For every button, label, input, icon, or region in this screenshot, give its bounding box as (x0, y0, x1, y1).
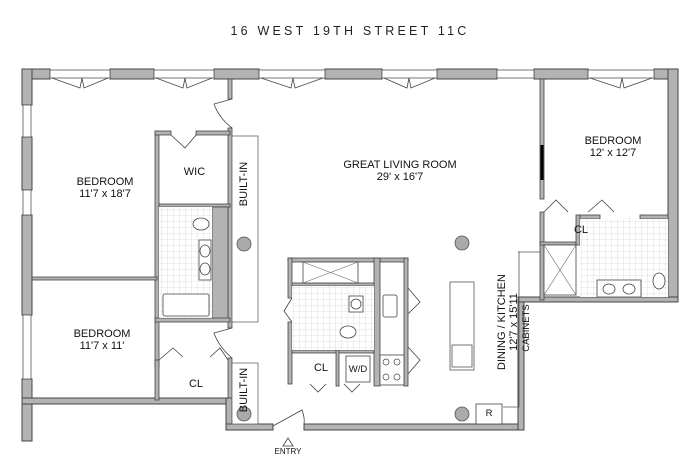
built-ins (231, 135, 259, 425)
label-built-in-bottom: BUILT-IN (238, 367, 250, 413)
room-label-bedroom-2: BEDROOM 11'7 x 11' (57, 328, 147, 352)
label-entry: ENTRY (274, 447, 302, 456)
room-label-bedroom-1: BEDROOM 11'7 x 18'7 (60, 176, 150, 200)
room-name: BEDROOM (76, 176, 134, 188)
label-built-in-top: BUILT-IN (238, 161, 250, 207)
door-swings (158, 98, 631, 427)
windows (22, 69, 655, 380)
casement-swings (51, 77, 653, 89)
room-name: GREAT LIVING ROOM (343, 159, 457, 171)
room-label-living: GREAT LIVING ROOM 29' x 16'7 (330, 159, 470, 183)
room-name: BEDROOM (73, 328, 131, 340)
label-closet-center: CL (313, 362, 329, 374)
room-size: 11'7 x 11' (79, 340, 125, 352)
bathroom-center (292, 261, 374, 383)
stove-icon (379, 354, 405, 386)
bathroom-right (543, 219, 668, 298)
room-size: 12'7 x 15'11 (508, 293, 520, 351)
column-icon (236, 406, 252, 422)
bathtub-icon (162, 293, 210, 317)
kitchen-appliances (379, 251, 540, 425)
label-closet-left: CL (188, 378, 204, 390)
toilet-icon (192, 217, 210, 231)
room-name: DINING / KITCHEN (496, 274, 508, 370)
kitchen-sink-icon (382, 294, 398, 318)
label-cabinets: CABINETS (521, 304, 532, 352)
floorplan-title: 16 WEST 19TH STREET 11C (230, 24, 470, 38)
columns (236, 235, 470, 422)
interior-walls (31, 78, 669, 401)
label-washer-dryer: W/D (348, 364, 368, 375)
room-name: BEDROOM (584, 135, 642, 147)
exterior-walls (21, 68, 679, 442)
entry-arrow-icon (282, 437, 294, 447)
column-icon (236, 236, 252, 252)
bathroom-left (159, 207, 212, 318)
room-label-dining-kitchen: DINING / KITCHEN 12'7 x 15'11 (496, 267, 520, 377)
column-icon (454, 406, 470, 422)
label-refrigerator: R (485, 408, 493, 419)
toilet-icon (652, 272, 666, 290)
refrigerator-icon (475, 403, 503, 425)
entry-marker (282, 437, 294, 447)
washer-dryer-icon (345, 355, 371, 383)
room-size: 12' x 12'7 (589, 147, 637, 159)
column-icon (454, 235, 470, 251)
room-size: 11'7 x 18'7 (79, 188, 131, 200)
label-closet-right: CL (573, 224, 589, 236)
toilet-icon (339, 325, 357, 339)
room-label-bedroom-3: BEDROOM 12' x 12'7 (563, 135, 663, 159)
room-label-wic: WIC (183, 166, 206, 178)
room-size: 29' x 16'7 (376, 171, 424, 183)
